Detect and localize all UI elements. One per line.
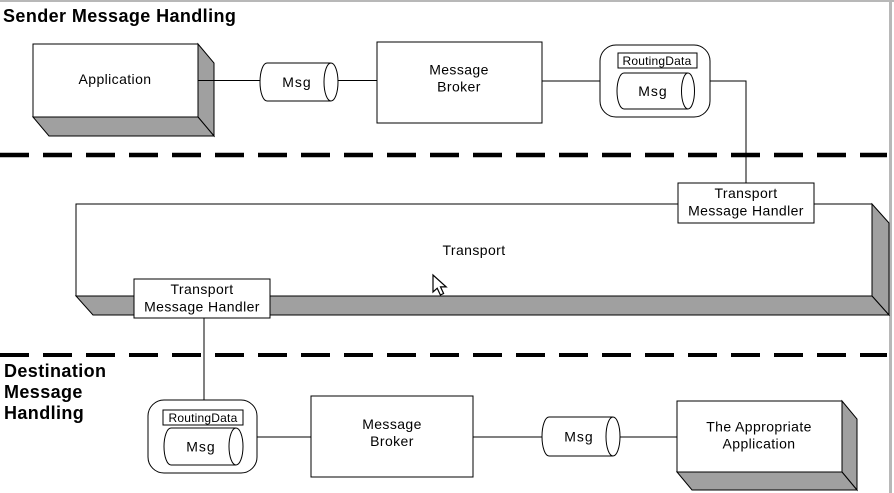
msg-routed-sender-label: Msg: [638, 83, 667, 99]
routing-data-dest-box: [162, 409, 244, 426]
msg-dest-cylinder-cap: [605, 416, 621, 457]
transport-handler-right-line1: Transport: [715, 185, 778, 201]
routing-data-sender-label: RoutingData: [623, 54, 692, 68]
appropriate-application-node[interactable]: The Appropriate Application: [675, 399, 859, 492]
destination-title-line3: Handling: [4, 403, 84, 423]
msg-channel-sender-node[interactable]: Msg: [259, 62, 339, 102]
routing-data-sender-box: [617, 52, 698, 69]
routing-data-dest-label: RoutingData: [169, 411, 238, 425]
message-broker-dest-node[interactable]: Message Broker: [310, 395, 474, 478]
mouse-cursor-icon: [432, 273, 448, 296]
transport-handler-left-line2: Message Handler: [144, 299, 260, 315]
application-bottom-shadow: [31, 116, 216, 137]
destination-title-line1: Destination: [4, 361, 106, 381]
connector-routedmsg-to-handler: [709, 80, 747, 183]
msg-routed-sender-cylinder-body: [616, 72, 688, 110]
appropriate-application-box[interactable]: [676, 400, 843, 473]
connectors: [198, 80, 747, 438]
frame-right-edge: [889, 0, 892, 493]
message-broker-sender-line1: Message: [429, 62, 489, 78]
msg-sender-cylinder-body[interactable]: [259, 62, 331, 102]
transport-label: Transport: [443, 242, 506, 258]
msg-sender-label: Msg: [282, 74, 311, 90]
transport-handler-left-node[interactable]: Transport Message Handler: [133, 278, 271, 319]
destination-title-line2: Message: [4, 382, 83, 402]
msg-routed-dest-cylinder-body: [163, 427, 236, 466]
msg-sender-cylinder-cap: [323, 62, 339, 102]
message-broker-sender-line2: Broker: [437, 79, 481, 95]
message-broker-dest-box[interactable]: [310, 395, 474, 478]
msg-channel-dest-node[interactable]: Msg: [541, 416, 621, 457]
application-label: Application: [79, 71, 152, 87]
transport-handler-left-line1: Transport: [171, 281, 234, 297]
transport-handler-right-line2: Message Handler: [688, 203, 804, 219]
message-broker-sender-node[interactable]: Message Broker: [376, 41, 543, 124]
appropriate-application-line2: Application: [723, 436, 796, 452]
message-broker-sender-box[interactable]: [376, 41, 543, 124]
application-node[interactable]: Application: [31, 42, 216, 138]
appropriate-application-line1: The Appropriate: [706, 419, 812, 435]
msg-routed-sender-cylinder-cap: [681, 72, 695, 110]
appropriate-application-bottom-shadow: [675, 471, 859, 491]
msg-dest-label: Msg: [564, 429, 593, 445]
message-broker-dest-line2: Broker: [370, 433, 414, 449]
msg-dest-cylinder-body[interactable]: [541, 416, 613, 457]
application-box[interactable]: [32, 43, 199, 118]
routed-message-sender-node[interactable]: RoutingData Msg: [599, 44, 711, 118]
transport-handler-right-node[interactable]: Transport Message Handler: [677, 182, 815, 224]
destination-section-title: Destination Message Handling: [4, 361, 106, 423]
frame-top-edge: [0, 0, 894, 2]
message-broker-dest-line1: Message: [362, 416, 422, 432]
msg-routed-dest-cylinder-cap: [228, 427, 244, 466]
sender-section-title: Sender Message Handling: [3, 6, 236, 26]
msg-routed-dest-label: Msg: [186, 439, 215, 455]
transport-handler-left-box[interactable]: [133, 278, 271, 319]
routed-message-dest-node[interactable]: RoutingData Msg: [147, 399, 258, 474]
